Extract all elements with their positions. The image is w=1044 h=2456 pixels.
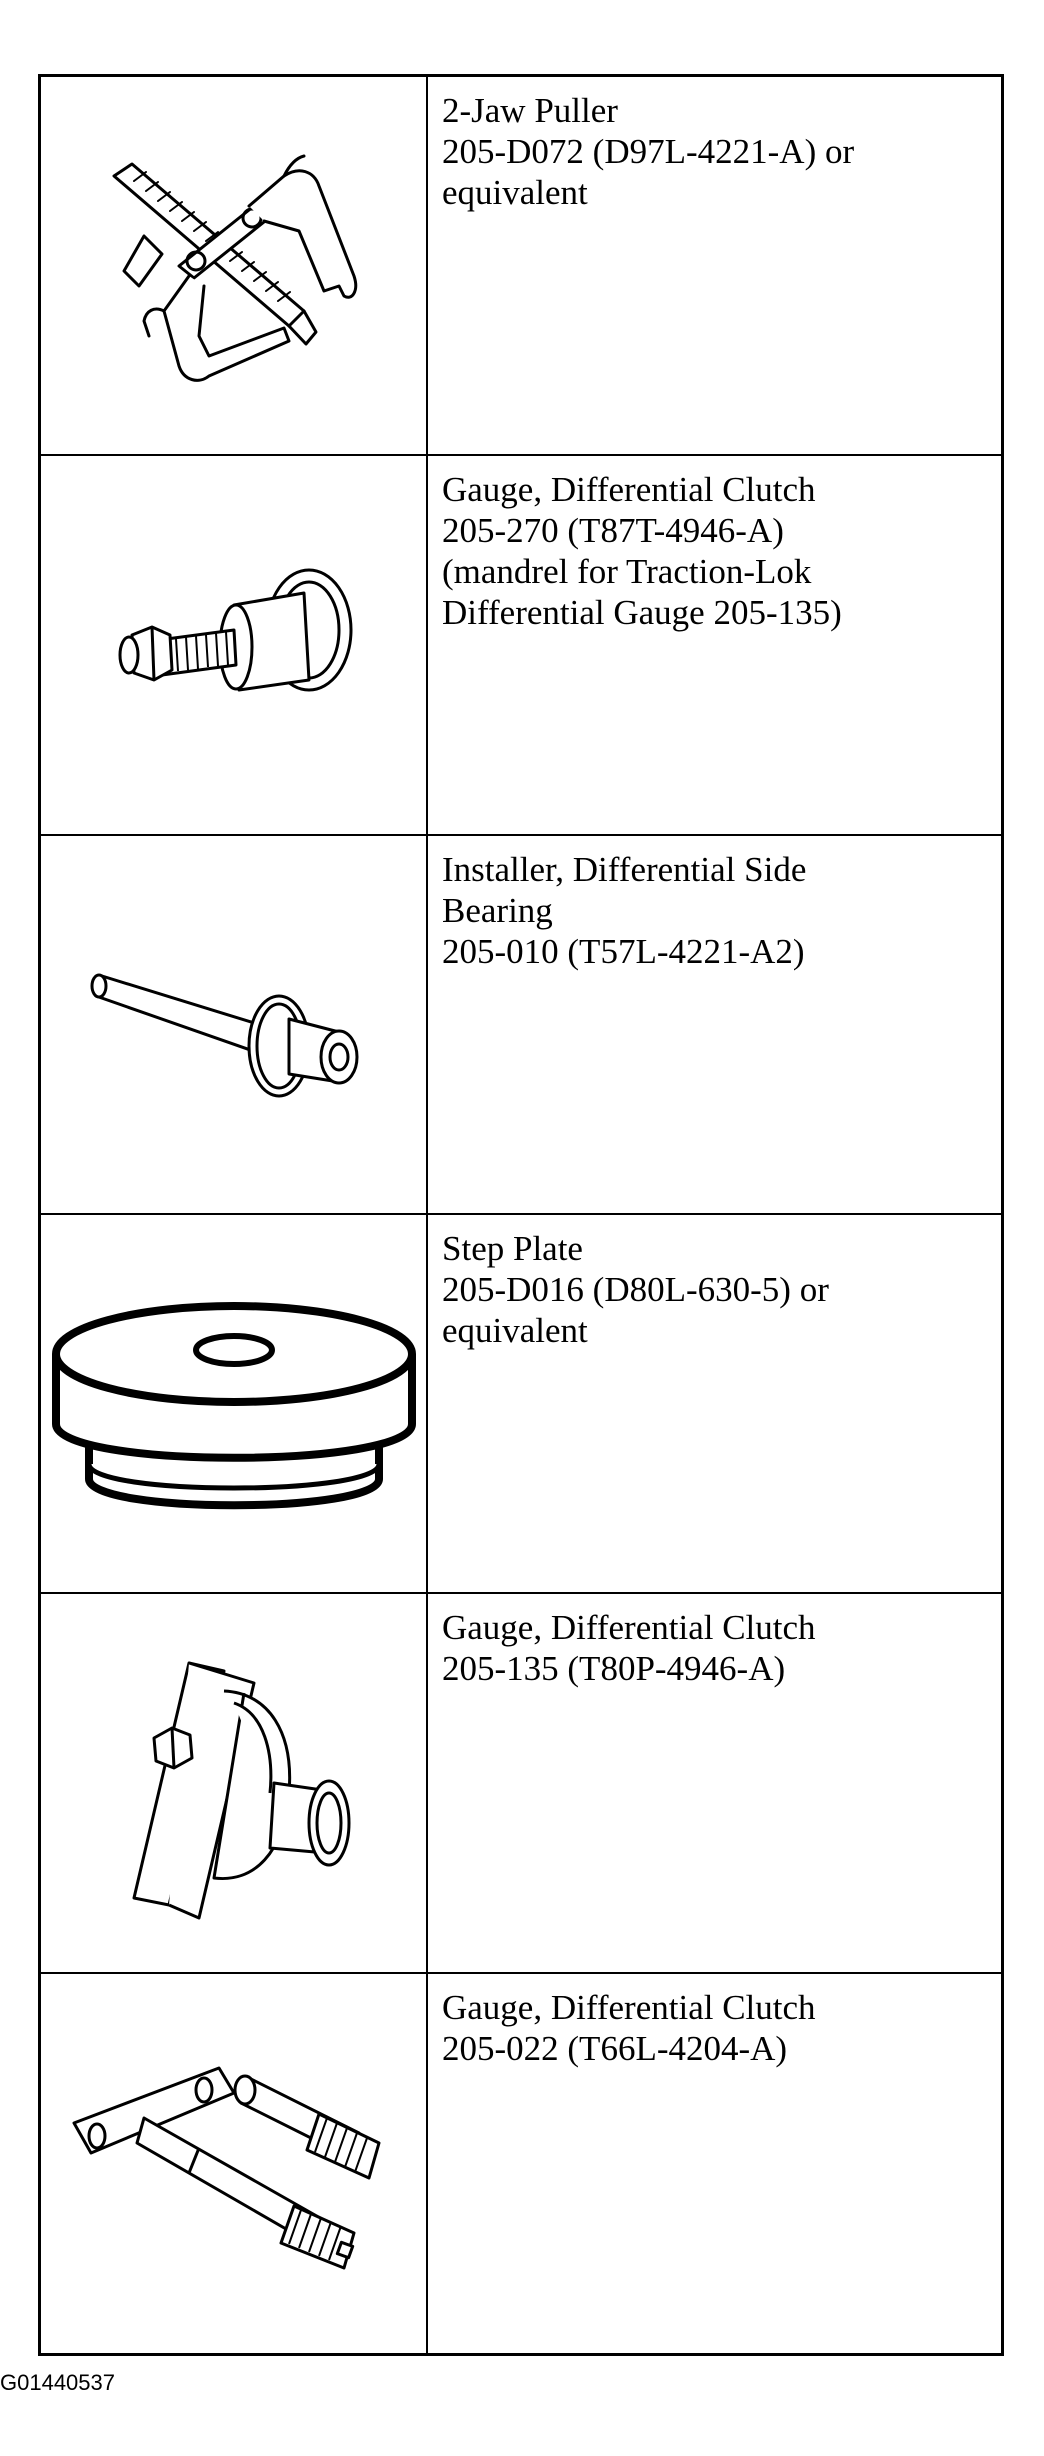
clutch-gauge-icon <box>132 1661 350 1920</box>
tool-description: Gauge, Differential Clutch 205-135 (T80P… <box>428 1594 1001 1974</box>
clutch-gauge-set-icon <box>72 2066 380 2270</box>
tool-number: 205-010 (T57L-4221-A2) <box>442 931 805 971</box>
tool-name: Bearing <box>442 890 553 930</box>
tool-number: 205-135 (T80P-4946-A) <box>442 1649 786 1689</box>
tool-number: 205-D016 (D80L-630-5) or <box>442 1269 829 1309</box>
figure-id: G01440537 <box>0 2370 115 2395</box>
tool-name: Gauge, Differential Clutch <box>442 470 816 510</box>
tool-note: equivalent <box>442 1310 588 1350</box>
tool-name: Gauge, Differential Clutch <box>442 1608 816 1648</box>
tool-name: Step Plate <box>442 1229 583 1268</box>
clutch-gauge-mandrel-icon <box>118 568 352 692</box>
tool-description: 2-Jaw Puller 205-D072 (D97L-4221-A) or e… <box>428 77 1001 457</box>
tool-description: Installer, Differential Side Bearing 205… <box>428 836 1001 1215</box>
tool-name: Installer, Differential Side <box>442 849 807 889</box>
tool-number: 205-270 (T87T-4946-A) <box>442 511 784 551</box>
step-plate-icon <box>51 1301 416 1509</box>
special-tools-table: 2-Jaw Puller 205-D072 (D97L-4221-A) or e… <box>38 74 1004 2356</box>
tool-number: 205-022 (T66L-4204-A) <box>442 2028 788 2068</box>
tool-note: (mandrel for Traction-Lok <box>442 552 812 592</box>
tool-image-cell <box>41 456 428 836</box>
tool-image-cell <box>41 1973 428 2353</box>
tool-number: 205-D072 (D97L-4221-A) or <box>442 131 855 171</box>
side-bearing-installer-icon <box>90 973 358 1098</box>
jaw-puller-icon <box>112 154 357 382</box>
tool-note: Differential Gauge 205-135) <box>442 593 842 633</box>
tool-description: Step Plate 205-D016 (D80L-630-5) or equi… <box>428 1215 1001 1595</box>
tool-image-cell <box>41 1594 428 1974</box>
tool-description: Gauge, Differential Clutch 205-270 (T87T… <box>428 456 1001 836</box>
tool-note: equivalent <box>442 172 588 212</box>
tool-name: 2-Jaw Puller <box>442 91 618 130</box>
tool-image-cell <box>41 1215 428 1595</box>
tool-image-cell <box>41 835 428 1215</box>
tool-description: Gauge, Differential Clutch 205-022 (T66L… <box>428 1974 1001 2353</box>
tool-image-cell <box>41 77 428 457</box>
tool-name: Gauge, Differential Clutch <box>442 1987 816 2027</box>
